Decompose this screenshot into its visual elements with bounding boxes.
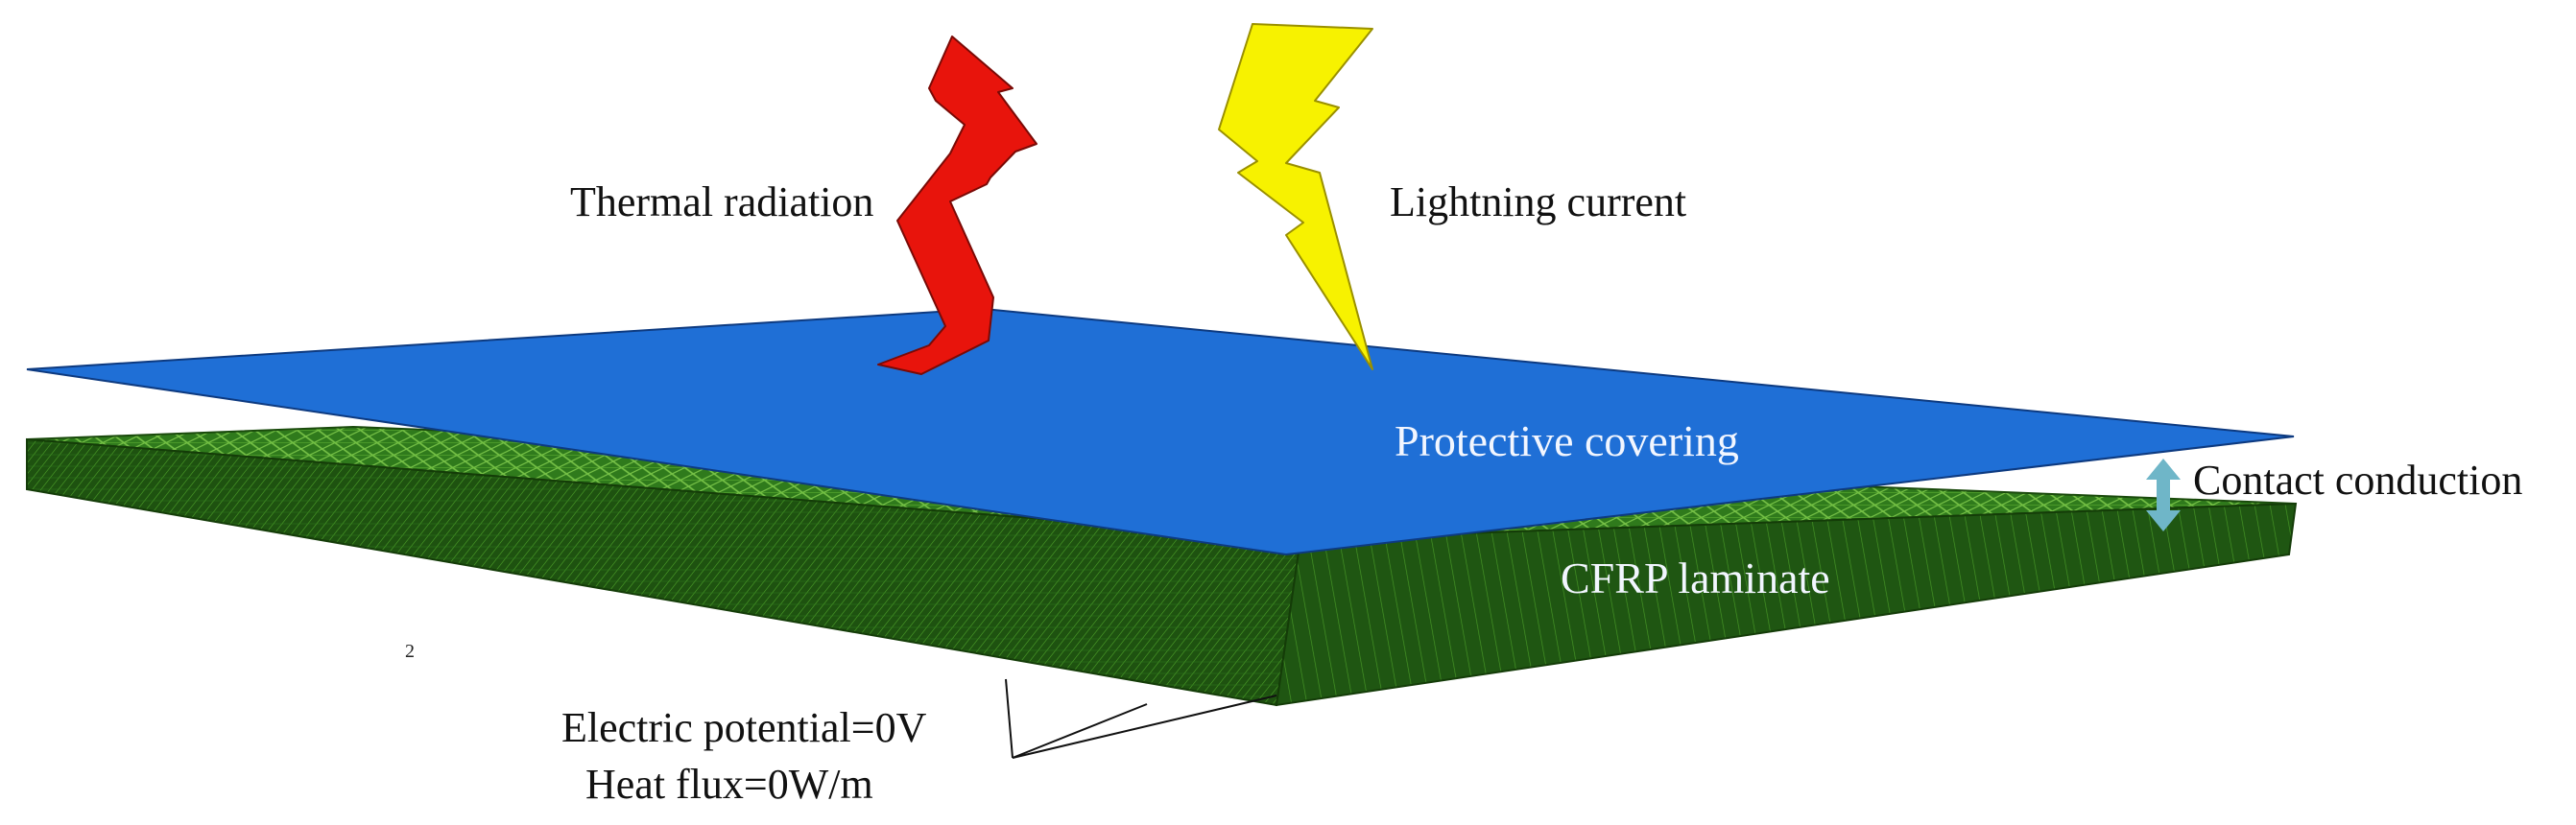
lightning-bolt-icon: [1218, 23, 1373, 370]
laminate-right-side-face: [1275, 502, 2298, 707]
exponent-label: 2: [405, 641, 415, 662]
contact-conduction-label: Contact conduction: [2193, 457, 2522, 504]
electric-potential-label: Electric potential=0V: [561, 704, 927, 751]
thermal-radiation-arrow-icon: [877, 35, 1038, 375]
contact-conduction-arrow-icon: [2146, 459, 2181, 531]
protective-covering-label: Protective covering: [1395, 416, 1739, 465]
heat-flux-label: Heat flux=0W/m: [585, 761, 873, 808]
boundary-leader-lines: [1005, 678, 1277, 759]
lightning-current-label: Lightning current: [1390, 178, 1686, 225]
thermal-radiation-label: Thermal radiation: [570, 178, 873, 225]
protective-covering-plate: [26, 307, 2295, 556]
cfrp-laminate-label: CFRP laminate: [1561, 554, 1830, 602]
